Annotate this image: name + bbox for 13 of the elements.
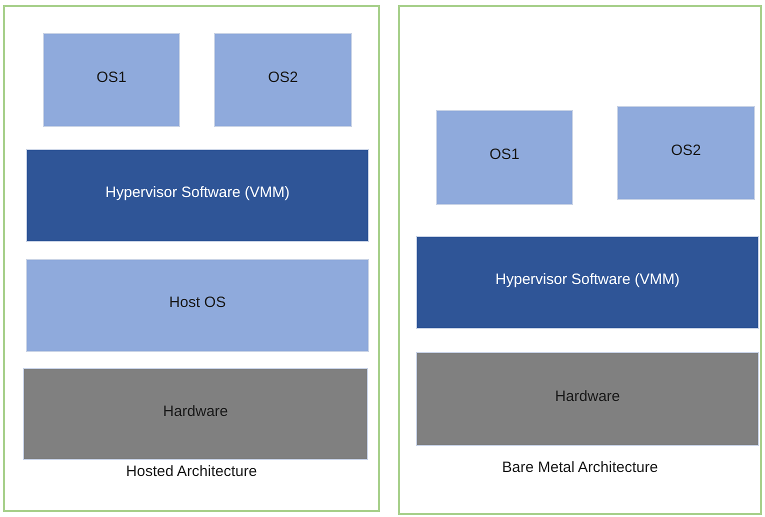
os-layer-box: OS1 — [43, 33, 180, 127]
panel-caption: Bare Metal Architecture — [501, 459, 659, 476]
hardware-layer-box: Hardware — [23, 368, 368, 460]
os-layer-box: Host OS — [26, 259, 369, 352]
os-layer-box: OS2 — [617, 106, 755, 200]
os-layer-box: OS2 — [214, 33, 352, 127]
hypervisor-layer-box: Hypervisor Software (VMM) — [26, 149, 369, 242]
hardware-layer-box: Hardware — [416, 352, 759, 446]
hypervisor-layer-box: Hypervisor Software (VMM) — [416, 236, 759, 329]
panel-caption: Hosted Architecture — [125, 463, 258, 480]
os-layer-box: OS1 — [436, 110, 573, 205]
architecture-panel — [3, 5, 380, 512]
architecture-panel — [398, 5, 762, 515]
